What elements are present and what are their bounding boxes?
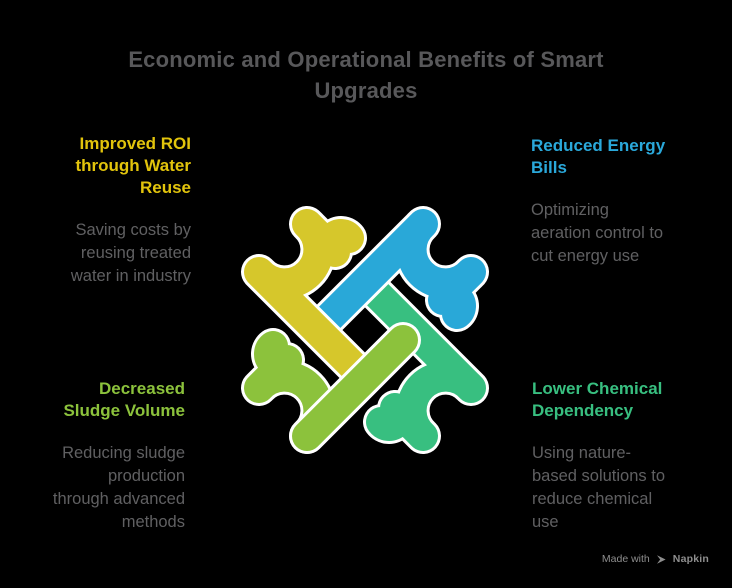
credit-prefix: Made with — [601, 553, 650, 565]
benefit-heading: Decreased Sludge Volume — [63, 379, 185, 420]
benefit-heading: Improved ROI through Water Reuse — [75, 134, 191, 197]
benefit-heading: Reduced Energy Bills — [531, 136, 666, 177]
napkin-pen-nib-icon — [656, 554, 666, 564]
benefit-block-improved-roi: Improved ROI through Water Reuse Saving … — [25, 133, 191, 288]
interlocking-loops-icon — [225, 190, 505, 470]
benefit-body: Using nature- based solutions to reduce … — [532, 444, 666, 531]
made-with-credit: Made with Napkin — [602, 552, 709, 566]
benefit-body: Optimizing aeration control to cut energ… — [531, 201, 664, 265]
benefit-body: Saving costs by reusing treated water in… — [70, 221, 191, 285]
benefit-block-lower-chemical-dependency: Lower Chemical Dependency Using nature- … — [532, 378, 710, 534]
credit-brand: Napkin — [672, 553, 709, 565]
benefit-heading: Lower Chemical Dependency — [532, 379, 663, 420]
benefit-block-reduced-energy-bills: Reduced Energy Bills Optimizing aeration… — [531, 135, 707, 268]
benefit-block-decreased-sludge-volume: Decreased Sludge Volume Reducing sludge … — [20, 378, 185, 534]
page-title: Economic and Operational Benefits of Sma… — [128, 47, 604, 103]
benefit-body: Reducing sludge production through advan… — [52, 444, 185, 531]
